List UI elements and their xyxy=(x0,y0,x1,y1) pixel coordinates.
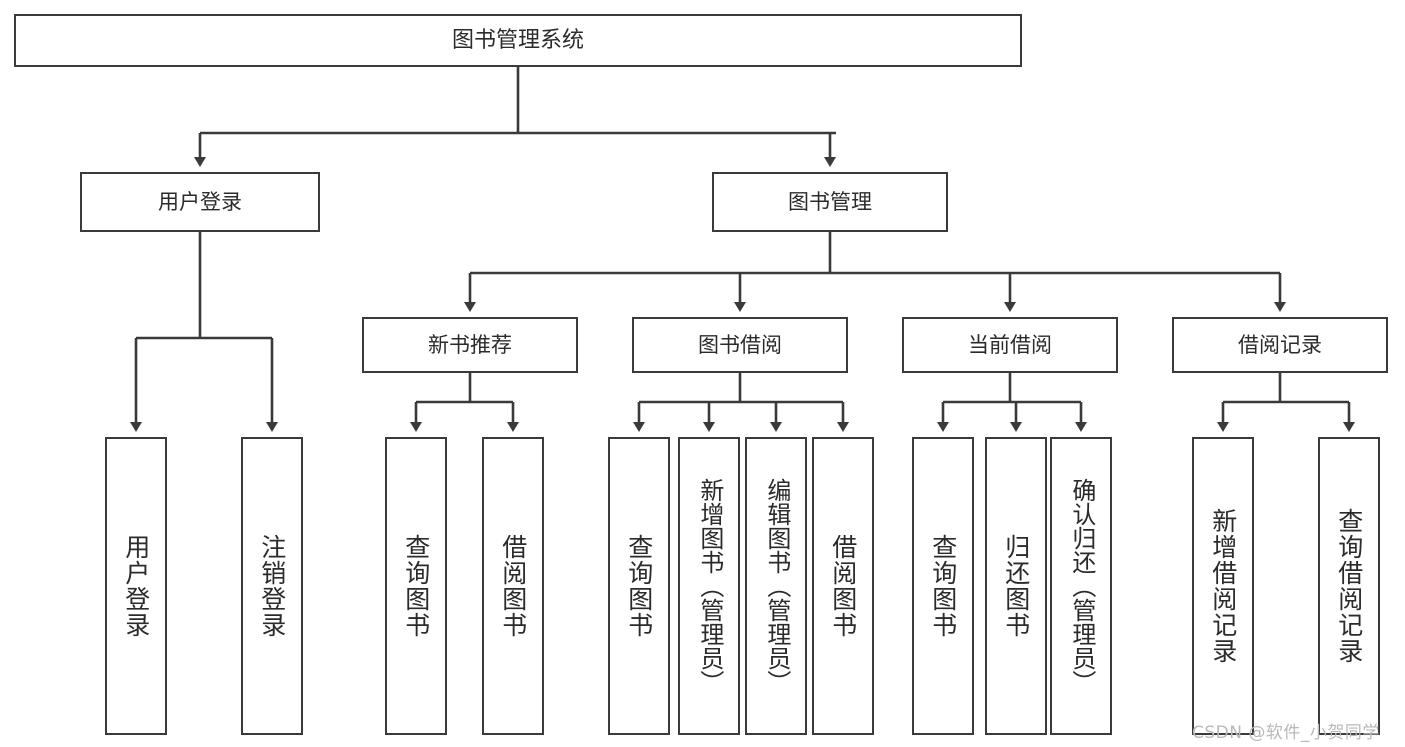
leaf-node-label: 查询借阅记录 xyxy=(1334,508,1364,664)
leaf-node[interactable]: 用户登录 xyxy=(105,437,167,735)
leaf-node[interactable]: 编辑图书（管理员） xyxy=(745,437,807,735)
node-current-borrow[interactable]: 当前借阅 xyxy=(902,317,1118,373)
leaf-node-label: 确认归还（管理员） xyxy=(1067,478,1096,694)
leaf-node-label: 查询图书 xyxy=(928,534,958,638)
leaf-node[interactable]: 查询借阅记录 xyxy=(1318,437,1380,735)
node-book-borrow[interactable]: 图书借阅 xyxy=(632,317,848,373)
leaf-node[interactable]: 查询图书 xyxy=(608,437,670,735)
leaf-node-label: 借阅图书 xyxy=(498,534,528,638)
node-book-management-label: 图书管理 xyxy=(788,189,872,214)
node-new-book-recommend[interactable]: 新书推荐 xyxy=(362,317,578,373)
node-book-management[interactable]: 图书管理 xyxy=(712,172,948,232)
node-root-label: 图书管理系统 xyxy=(451,27,584,53)
leaf-node-label: 注销登录 xyxy=(257,534,287,638)
leaf-node[interactable]: 查询图书 xyxy=(912,437,974,735)
leaf-node[interactable]: 查询图书 xyxy=(385,437,447,735)
leaf-node[interactable]: 注销登录 xyxy=(241,437,303,735)
leaf-node[interactable]: 确认归还（管理员） xyxy=(1050,437,1112,735)
node-current-borrow-label: 当前借阅 xyxy=(968,332,1052,357)
leaf-node-label: 编辑图书（管理员） xyxy=(762,478,791,694)
csdn-watermark: CSDN @软件_小贺同学 xyxy=(1192,723,1380,743)
leaf-node[interactable]: 借阅图书 xyxy=(482,437,544,735)
node-book-borrow-label: 图书借阅 xyxy=(698,332,782,357)
leaf-node[interactable]: 归还图书 xyxy=(985,437,1047,735)
node-user-login[interactable]: 用户登录 xyxy=(80,172,320,232)
node-borrow-record-label: 借阅记录 xyxy=(1238,332,1322,357)
node-user-login-label: 用户登录 xyxy=(158,189,242,214)
leaf-node-label: 归还图书 xyxy=(1001,534,1031,638)
leaf-node-label: 用户登录 xyxy=(121,534,151,638)
leaf-node[interactable]: 新增图书（管理员） xyxy=(678,437,740,735)
leaf-node[interactable]: 借阅图书 xyxy=(812,437,874,735)
leaf-node-label: 新增图书（管理员） xyxy=(695,478,724,694)
leaf-node[interactable]: 新增借阅记录 xyxy=(1192,437,1254,735)
leaf-node-label: 借阅图书 xyxy=(828,534,858,638)
leaf-node-label: 查询图书 xyxy=(401,534,431,638)
node-new-book-recommend-label: 新书推荐 xyxy=(428,332,512,357)
node-root[interactable]: 图书管理系统 xyxy=(14,14,1022,67)
node-borrow-record[interactable]: 借阅记录 xyxy=(1172,317,1388,373)
leaf-node-label: 查询图书 xyxy=(624,534,654,638)
leaf-node-label: 新增借阅记录 xyxy=(1208,508,1238,664)
